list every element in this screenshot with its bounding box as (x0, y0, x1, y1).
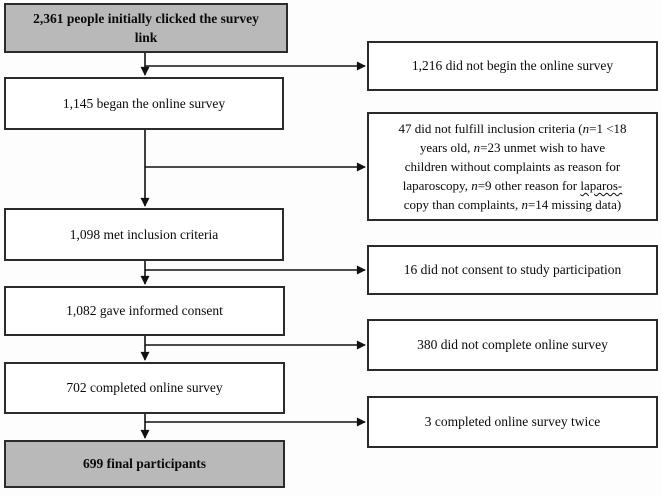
text-segment: =23 unmet wish to have (480, 139, 606, 155)
text-segment: =9 other reason for (477, 178, 581, 194)
flow-box-did-not-complete: 380 did not complete online survey (367, 319, 658, 371)
flow-box-exclusion-criteria: 47 did not fulfill inclusion criteria (n… (367, 112, 658, 221)
text-segment: link (134, 30, 158, 45)
text-segment: n (473, 139, 481, 155)
text-segment: =1 <18 (589, 120, 627, 136)
text-segment: laparoscopy, (402, 178, 472, 194)
box-label: 47 did not fulfill inclusion criteria (n… (398, 119, 626, 215)
flow-box-did-not-begin: 1,216 did not begin the online survey (367, 41, 658, 91)
text-segment: n (521, 197, 528, 213)
text-segment: n (471, 178, 478, 194)
text-segment: 2,361 people initially clicked the surve… (33, 10, 259, 26)
flow-box-initial-clicked: 2,361 people initially clicked the surve… (4, 3, 288, 53)
text-segment: copy than complaints, (403, 197, 522, 213)
text-segment: children without complaints as reason fo… (404, 158, 621, 174)
flow-box-completed-twice: 3 completed online survey twice (367, 396, 658, 448)
flow-box-informed-consent: 1,082 gave informed consent (4, 286, 285, 336)
text-segment: 47 did not fulfill inclusion criteria ( (398, 120, 583, 136)
flow-box-began-survey: 1,145 began the online survey (4, 77, 284, 130)
text-segment: =14 missing data) (527, 197, 622, 213)
flow-box-final-participants: 699 final participants (4, 440, 285, 488)
flow-box-met-inclusion-criteria: 1,098 met inclusion criteria (4, 208, 284, 261)
flow-box-completed-survey: 702 completed online survey (4, 362, 285, 414)
box-label: 2,361 people initially clicked the surve… (33, 9, 259, 47)
text-segment: laparos- (580, 178, 623, 194)
text-segment: years old, (419, 139, 474, 155)
text-segment: n (582, 120, 590, 136)
flow-box-did-not-consent: 16 did not consent to study participatio… (367, 245, 658, 295)
